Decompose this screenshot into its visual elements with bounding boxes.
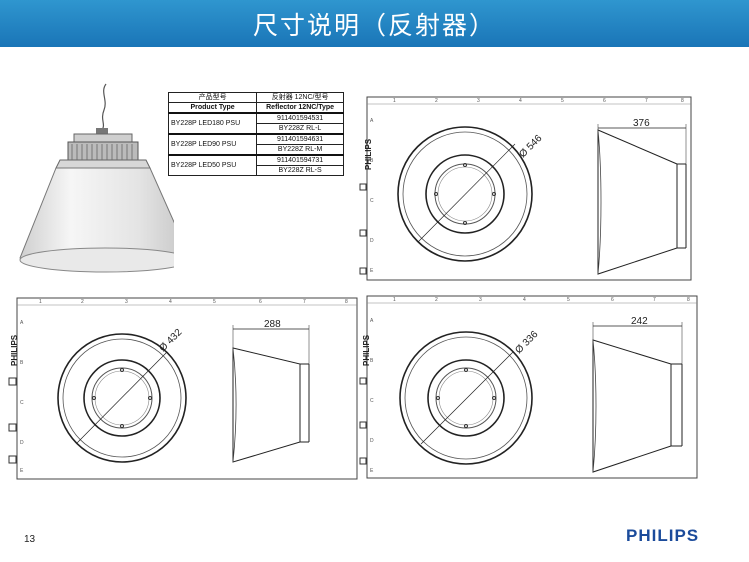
ruler-mark: C: [20, 400, 24, 406]
ruler-mark: B: [370, 358, 374, 364]
height-label: 242: [631, 316, 648, 327]
ruler-mark: E: [370, 468, 374, 474]
title-bar: 尺寸说明（反射器）: [0, 0, 749, 47]
ruler-mark: 6: [611, 297, 614, 303]
table-row: BY228P LED50 PSU 911401594731: [167, 154, 344, 176]
ruler-mark: 2: [435, 98, 438, 104]
ruler-mark: 7: [653, 297, 656, 303]
ruler-mark: 2: [435, 297, 438, 303]
reflector-drawing-medium: 1 2 3 4 5 6 7 8 A B C D E PHILIPS Ø 432 …: [8, 297, 358, 480]
reflector-type-cell: BY228Z RL-S: [256, 165, 344, 176]
ruler-mark: D: [370, 438, 374, 444]
reflector-drawing-large: 1 2 3 4 5 6 7 8 A B C D E PHILIPS Ø 546 …: [359, 96, 692, 281]
ruler-mark: 3: [477, 98, 480, 104]
reflector-type-cell: BY228Z RL-M: [256, 144, 344, 156]
ruler-mark: E: [20, 468, 24, 474]
frame-brand: PHILIPS: [10, 334, 19, 366]
product-type-cell: BY228P LED180 PSU: [167, 112, 258, 135]
ruler-mark: 1: [393, 297, 396, 303]
page-number: 13: [24, 534, 36, 545]
philips-logo: PHILIPS: [626, 526, 700, 545]
product-type-cell: BY228P LED50 PSU: [167, 154, 258, 176]
ruler-mark: 5: [561, 98, 564, 104]
table-row: BY228P LED180 PSU 911401594531: [167, 112, 344, 135]
ruler-mark: 8: [687, 297, 690, 303]
product-lamp-illustration: [19, 83, 174, 273]
ruler-mark: 5: [213, 299, 216, 305]
diameter-label: Ø 546: [517, 133, 544, 160]
page-title: 尺寸说明（反射器）: [252, 11, 496, 40]
height-label: 376: [633, 118, 650, 129]
diameter-label: Ø 336: [513, 329, 540, 356]
ruler-mark: 1: [393, 98, 396, 104]
ruler-mark: A: [20, 320, 24, 326]
product-type-cell: BY228P LED90 PSU: [167, 133, 258, 156]
reflector-12nc-cell: 911401594631: [256, 133, 344, 145]
reflector-12nc-cell: 911401594731: [256, 154, 344, 166]
table-row: BY228P LED90 PSU 911401594631: [167, 133, 344, 156]
ruler-mark: 4: [519, 98, 522, 104]
reflector-drawing-small: 1 2 3 4 5 6 7 8 A B C D E PHILIPS Ø 336 …: [359, 295, 698, 479]
ruler-mark: D: [370, 238, 374, 244]
ruler-mark: 8: [681, 98, 684, 104]
ruler-mark: E: [370, 268, 374, 274]
header-product-cn: 产品型号: [167, 92, 258, 103]
ruler-mark: 7: [303, 299, 306, 305]
ruler-mark: D: [20, 440, 24, 446]
header-reflector-cn: 反射器 12NC/型号: [256, 92, 344, 103]
header-product-en: Product Type: [167, 102, 258, 114]
ruler-mark: 6: [603, 98, 606, 104]
ruler-mark: 3: [479, 297, 482, 303]
ruler-mark: 4: [523, 297, 526, 303]
reflector-spec-table: 产品型号 反射器 12NC/型号 Product Type Reflector …: [167, 92, 344, 176]
ruler-mark: 1: [39, 299, 42, 305]
ruler-mark: B: [20, 360, 24, 366]
reflector-12nc-cell: 911401594531: [256, 112, 344, 124]
ruler-mark: C: [370, 198, 374, 204]
diameter-label: Ø 432: [157, 327, 184, 354]
ruler-mark: 8: [345, 299, 348, 305]
ruler-mark: 7: [645, 98, 648, 104]
reflector-type-cell: BY228Z RL-L: [256, 123, 344, 135]
ruler-mark: 2: [81, 299, 84, 305]
ruler-mark: A: [370, 318, 374, 324]
ruler-mark: C: [370, 398, 374, 404]
ruler-mark: 3: [125, 299, 128, 305]
header-reflector-en: Reflector 12NC/Type: [256, 102, 344, 114]
ruler-mark: 5: [567, 297, 570, 303]
frame-brand: PHILIPS: [364, 138, 373, 170]
ruler-mark: 6: [259, 299, 262, 305]
ruler-mark: A: [370, 118, 374, 124]
height-label: 288: [264, 319, 281, 330]
frame-brand: PHILIPS: [362, 334, 371, 366]
ruler-mark: B: [370, 158, 374, 164]
ruler-mark: 4: [169, 299, 172, 305]
